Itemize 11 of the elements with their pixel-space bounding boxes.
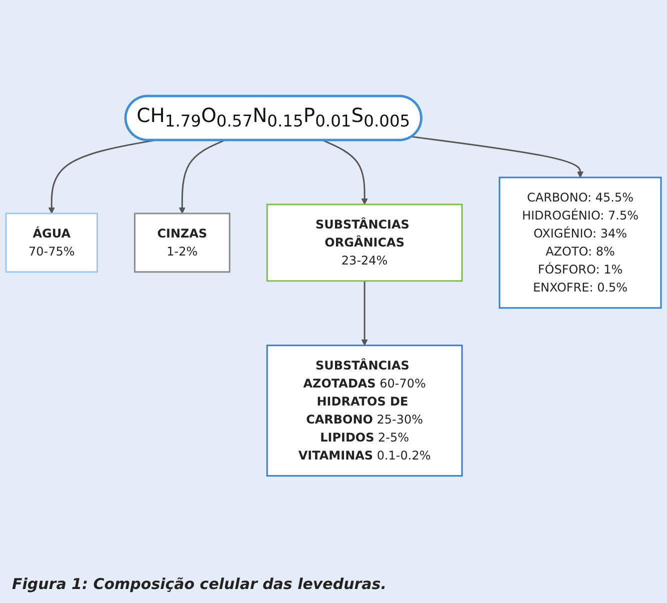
node-box: CARBONO: 45.5% HIDROGÉNIO: 7.5% OXIGÉNIO: 34% AZOTO: 8% FÓSFORO: 1% ENXOFRE: 0.5%	[498, 176, 662, 308]
arrow	[412, 136, 584, 178]
figure-caption: Figura 1: Composição celular das leveduras.	[11, 574, 388, 595]
arrow	[178, 139, 225, 214]
node-box: SUBSTÂNCIAS ORGÂNICAS 23-24%	[266, 203, 463, 282]
node-box: SUBSTÂNCIAS AZOTADAS 60-70% HIDRATOS DE CARBONO 25-30% LIPIDOS 2-5% VITAMINAS 0.1-0.2%	[266, 344, 463, 476]
arrow	[322, 139, 368, 204]
node-box: CINZAS 1-2%	[134, 212, 230, 272]
arrow	[361, 280, 368, 346]
arrow	[48, 139, 154, 214]
node-box: ÁGUA 70-75%	[5, 212, 98, 272]
